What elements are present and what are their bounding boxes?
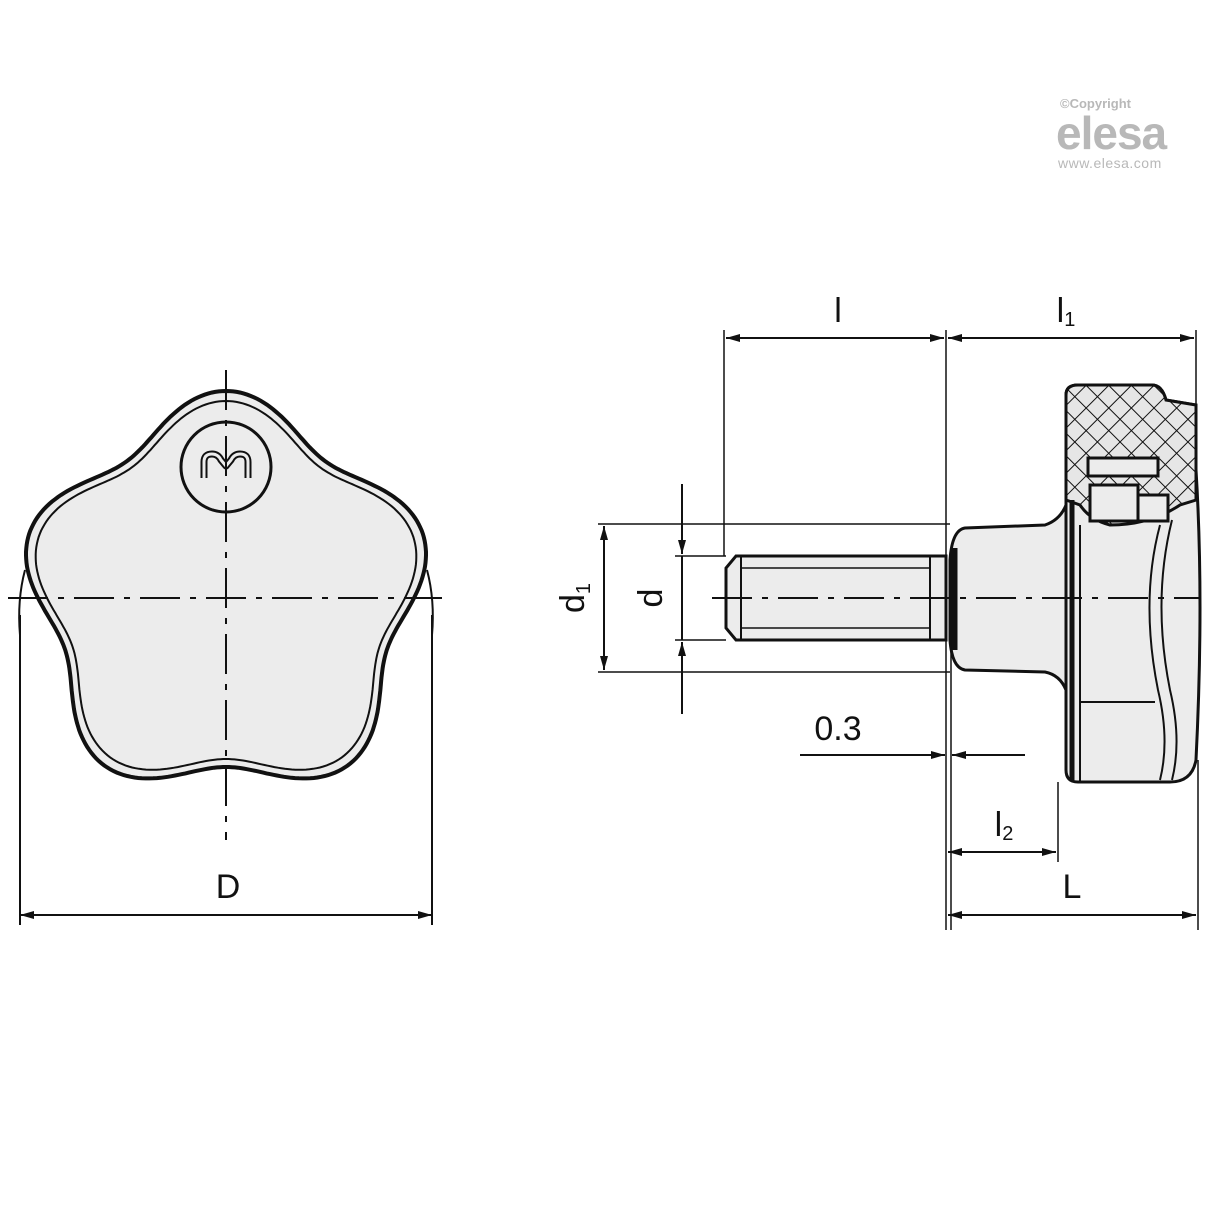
label-l2: l2 <box>995 806 1014 845</box>
label-D: D <box>216 868 241 906</box>
copyright-text: ©Copyright <box>1060 96 1131 111</box>
insert-cavity <box>1086 456 1160 478</box>
label-d1: d1 <box>554 583 595 613</box>
label-l: l <box>834 292 842 330</box>
front-view: D <box>8 370 442 925</box>
star-knob-inner-outline <box>34 399 418 771</box>
label-L: L <box>1063 868 1082 906</box>
side-view: d1 d l l1 0.3 l2 L <box>554 292 1202 930</box>
brand-name: elesa <box>1056 107 1167 159</box>
website-url: www.elesa.com <box>1058 155 1162 171</box>
label-gap: 0.3 <box>814 710 861 748</box>
label-l1: l1 <box>1057 292 1076 331</box>
elesa-logo: ©Copyright elesa www.elesa.com <box>1050 96 1210 171</box>
label-d: d <box>632 589 670 608</box>
